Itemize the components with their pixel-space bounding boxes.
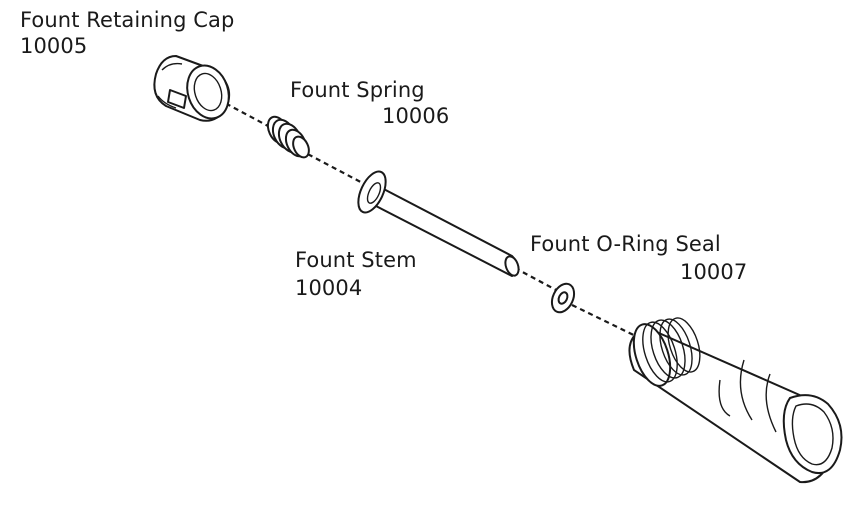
assembly-axis-line: [299, 149, 373, 189]
retaining-cap-part: [153, 55, 230, 122]
cap-part-number: 10005: [20, 34, 88, 58]
stem-part-name: Fount Stem: [295, 248, 417, 272]
fount-stem-part: [357, 170, 520, 277]
seal-part-number: 10007: [680, 260, 748, 284]
cap-part-name: Fount Retaining Cap: [20, 8, 235, 32]
o-ring-seal-part: [550, 282, 576, 314]
assembly-axis-line: [514, 267, 559, 292]
fount-nozzle-part: [628, 317, 843, 484]
fount-spring-part: [266, 115, 310, 159]
stem-part-number: 10004: [295, 276, 363, 300]
seal-part-name: Fount O-Ring Seal: [530, 232, 721, 256]
spring-part-number: 10006: [382, 104, 450, 128]
spring-part-name: Fount Spring: [290, 78, 425, 102]
